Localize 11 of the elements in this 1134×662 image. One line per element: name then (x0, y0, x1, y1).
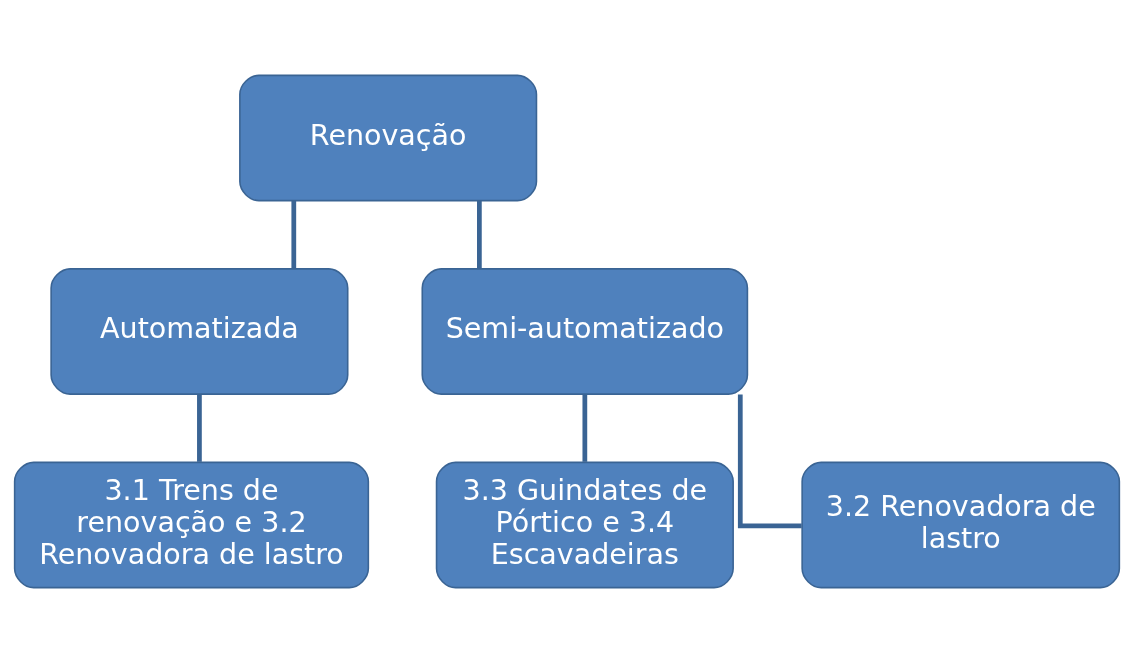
connector (582, 393, 588, 462)
node-box: Renovação (239, 74, 538, 201)
connector (737, 394, 802, 528)
node-box: 3.3 Guindates de Pórtico e 3.4 Escavadeiras (435, 461, 734, 588)
connector (197, 393, 202, 462)
node-box: Semi-automatizado (421, 267, 749, 395)
node-box: 3.1 Trens de renovação e 3.2 Renovadora de lastro (13, 461, 370, 588)
node-box: Automatizada (50, 267, 349, 395)
connector (477, 200, 482, 268)
connector (291, 200, 297, 268)
node-box: 3.2 Renovadora de lastro (801, 461, 1121, 588)
